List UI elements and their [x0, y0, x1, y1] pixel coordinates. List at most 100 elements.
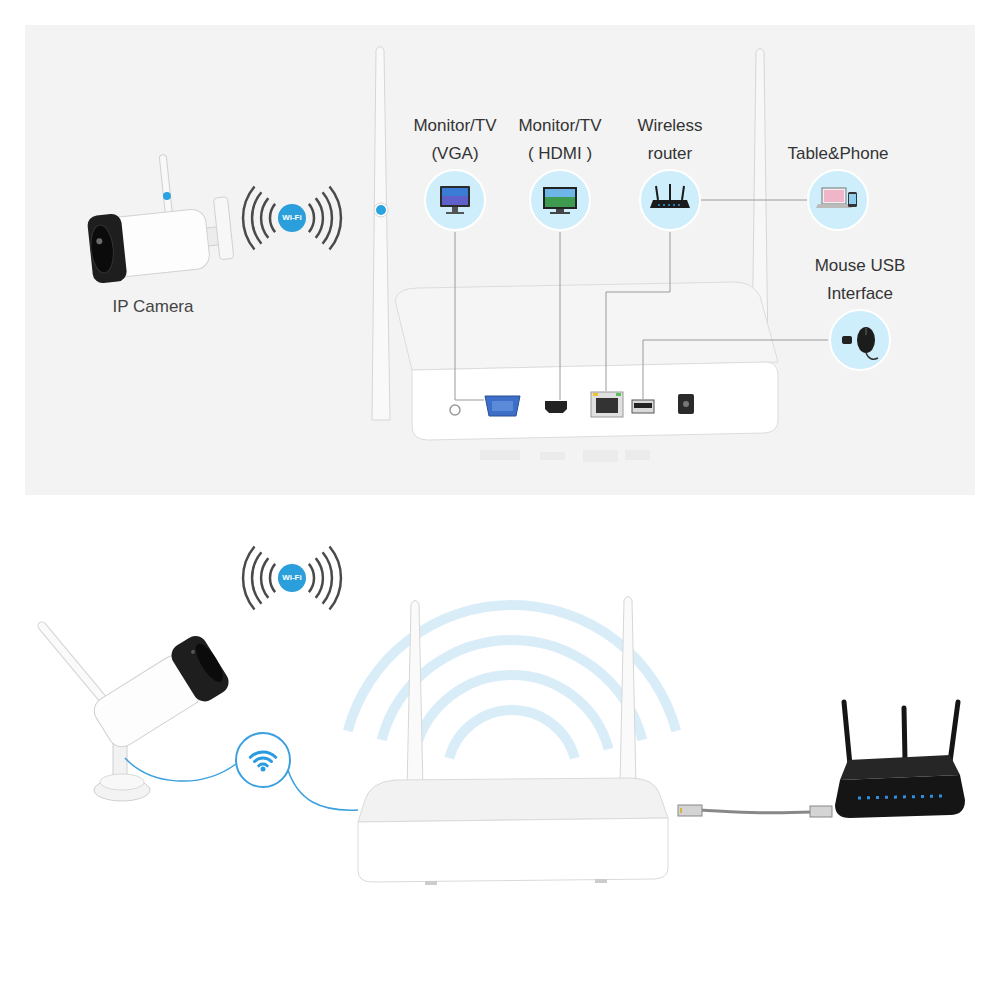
circle-border [425, 170, 485, 230]
wifi-text: Wi-Fi [282, 574, 301, 582]
tv-icon [543, 187, 577, 214]
connector-line [700, 200, 808, 201]
leader-line [560, 232, 561, 400]
ir-led [190, 649, 196, 655]
port-led [616, 393, 621, 396]
wifi-badge: Wi-Fi [278, 204, 306, 232]
phone-body [848, 192, 857, 207]
antenna-dot [376, 205, 386, 215]
camera-antenna [163, 158, 169, 220]
badge-fill [278, 564, 306, 592]
device-circle: Monitor/TV (VGA) [410, 112, 500, 232]
router-antenna [656, 186, 658, 200]
icon-circle [640, 170, 700, 230]
badge-fill [278, 204, 306, 232]
usb-port [632, 400, 654, 413]
camera-lens [89, 224, 116, 274]
wifi-waves [243, 547, 341, 610]
leader-line [643, 340, 828, 399]
icon-circle [425, 170, 485, 230]
icon-circle [530, 170, 590, 230]
rj45-plug [810, 806, 832, 817]
usb-tongue [634, 403, 652, 408]
router-antenna [844, 702, 850, 765]
wifi-camera [86, 632, 233, 757]
rj45-socket [596, 398, 618, 413]
mouse-body [857, 327, 875, 353]
nvr-antenna [372, 47, 390, 421]
monitor-base [446, 212, 464, 214]
wifi-symbol-dot [261, 767, 266, 772]
device-label: Wireless router [625, 112, 715, 168]
monitor-screen [442, 188, 468, 205]
reflection [480, 450, 520, 460]
mouse-wheel [866, 328, 867, 335]
circle-outline [806, 168, 870, 232]
usb-dongle [842, 336, 852, 344]
reflection [625, 450, 650, 460]
circle-outline [828, 308, 892, 372]
camera-lens [191, 640, 228, 686]
vga-pins [492, 401, 513, 411]
ip-camera [81, 152, 235, 284]
circle-border [830, 310, 890, 370]
leader-line [606, 232, 670, 391]
reflection [583, 450, 618, 462]
router-leds [658, 204, 682, 206]
device-label: Table&Phone [778, 140, 898, 168]
nvr-antenna [407, 601, 423, 791]
laptop-screen [824, 190, 844, 202]
nvr-antenna [620, 597, 636, 786]
tv-frame [543, 187, 577, 209]
circle-border [808, 170, 868, 230]
nvr-foot [425, 881, 437, 885]
dc-port [678, 394, 694, 414]
camera-hood [167, 632, 233, 706]
circle-outline [638, 168, 702, 232]
monitor-screen-band [442, 196, 468, 205]
circle-outline [528, 168, 592, 232]
laptop-lid [822, 188, 846, 204]
monitor-icon [440, 186, 470, 214]
nvr-front [412, 362, 778, 440]
circle-outline [423, 168, 487, 232]
wifi-text: Wi-Fi [282, 214, 301, 222]
wifi-symbol [250, 752, 275, 766]
device-label: Monitor/TV ( HDMI ) [515, 112, 605, 168]
circle-border [530, 170, 590, 230]
nvr-top [395, 282, 778, 370]
device-circle: Mouse USB Interface [800, 252, 920, 372]
antenna-ring [374, 203, 388, 217]
router-body [835, 775, 965, 818]
dc-pin [683, 401, 689, 407]
tv-screen [545, 189, 575, 207]
router-icon [650, 184, 690, 208]
router-antenna [950, 702, 958, 762]
router-body [650, 200, 690, 208]
lens-glint [96, 238, 103, 245]
mouse-icon [842, 327, 878, 359]
camera-base-top [100, 774, 144, 790]
antenna-dot [163, 192, 172, 201]
device-circle: Table&Phone [778, 140, 898, 232]
device-circle: Wireless router [625, 112, 715, 232]
device-caption: IP Camera [113, 296, 194, 318]
camera-wall-plate [213, 197, 233, 260]
mouse-cable [866, 353, 878, 359]
laptop-phone-icon [816, 188, 857, 208]
device-label: Mouse USB Interface [800, 252, 920, 308]
power-button [450, 405, 460, 415]
icon-circle [808, 170, 868, 230]
reflection [540, 452, 565, 460]
rj45-port [591, 392, 623, 417]
tv-stand [556, 209, 564, 212]
rj45-plug [678, 805, 702, 816]
port-led [593, 393, 598, 396]
monitor-frame [440, 186, 470, 207]
router-antenna [669, 184, 671, 200]
tv-screen-sky [545, 189, 575, 197]
icon-circle [830, 310, 890, 370]
camera-antenna-outline [163, 158, 169, 220]
